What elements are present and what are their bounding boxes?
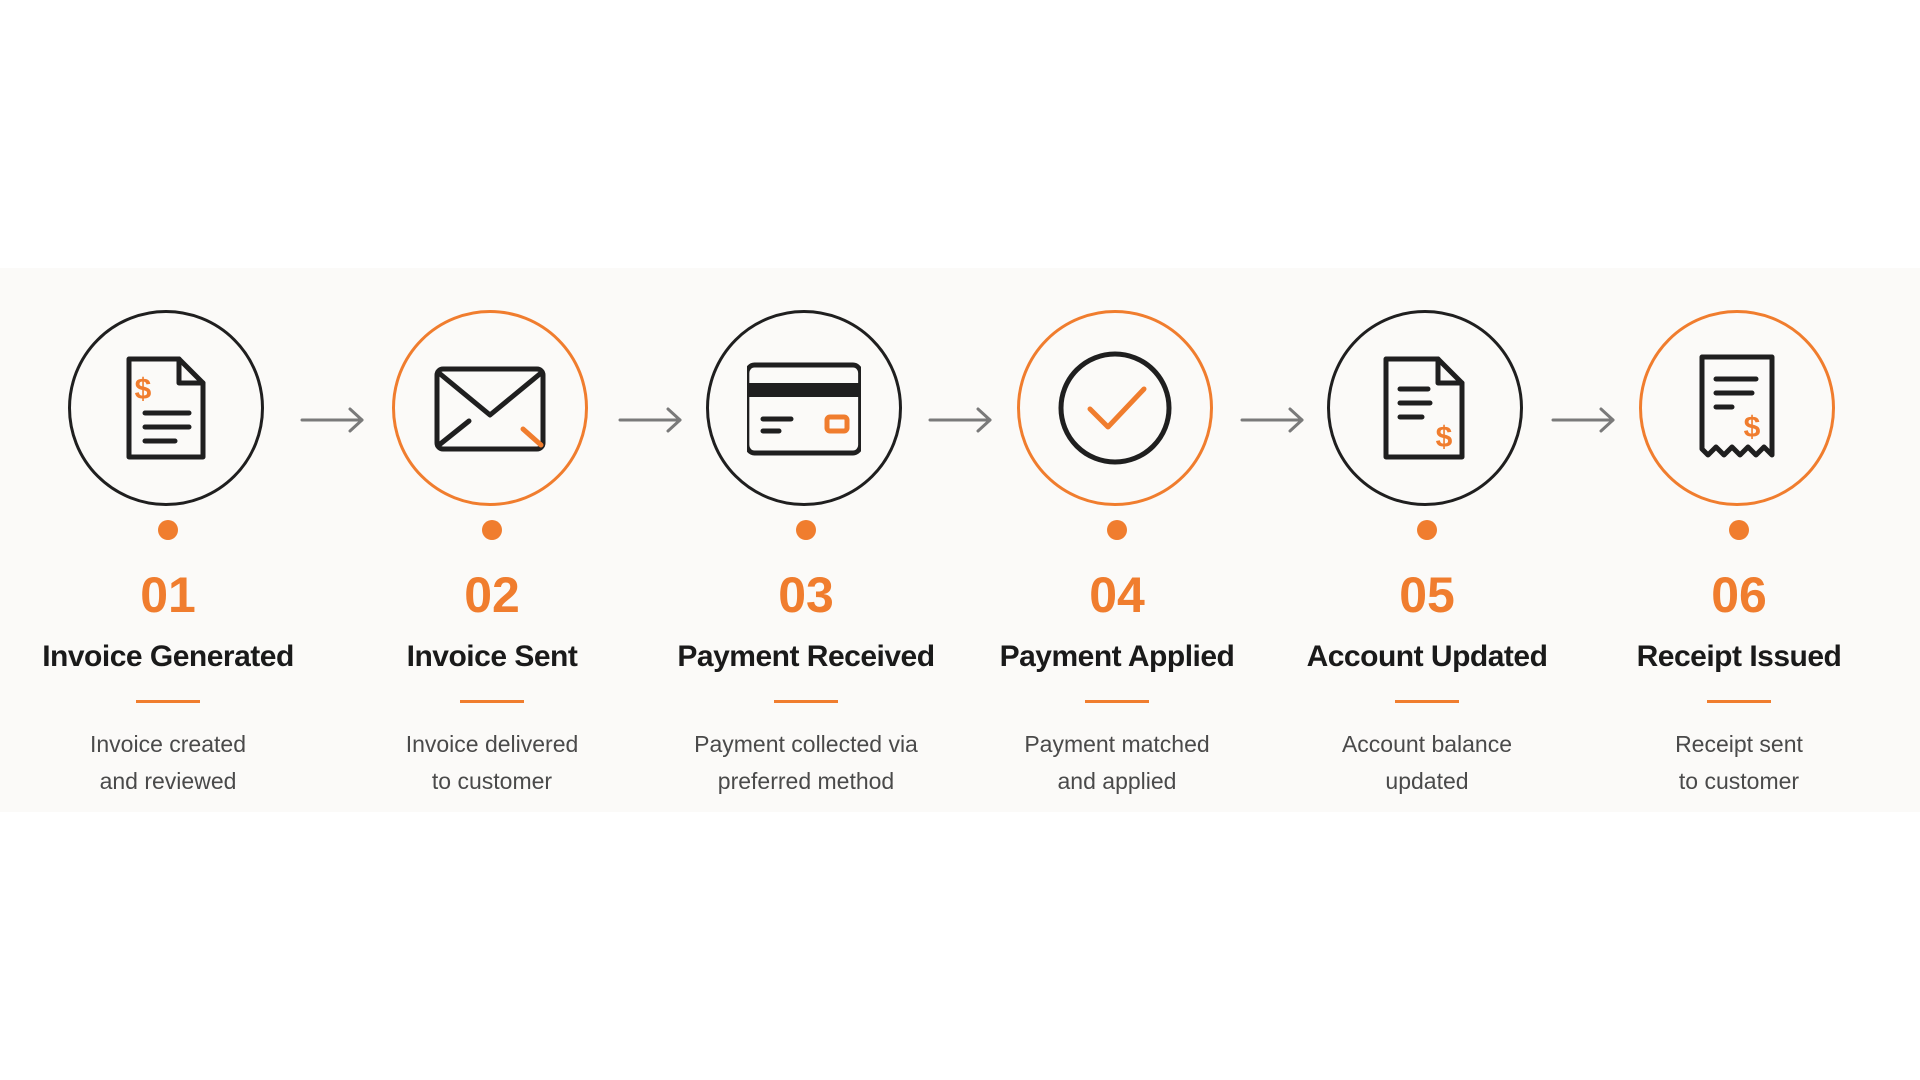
timeline-dot xyxy=(158,520,178,540)
step-description: Payment matched and applied xyxy=(967,726,1267,800)
step-description-line: Payment matched xyxy=(1024,731,1210,757)
receipt-icon: $ xyxy=(1699,354,1775,458)
svg-text:$: $ xyxy=(1436,421,1453,454)
document-dollar-icon: $ xyxy=(1383,356,1465,460)
arrow-right-icon xyxy=(1551,407,1615,433)
step-description-line: and reviewed xyxy=(99,768,237,794)
arrow-right-icon xyxy=(300,407,364,433)
step-description-line: and applied xyxy=(1057,768,1177,794)
step-divider xyxy=(1707,700,1771,703)
step-circle: $ xyxy=(1327,310,1523,506)
step-description-line: updated xyxy=(1385,768,1469,794)
step-description-line: to customer xyxy=(431,768,553,794)
step-receipt-issued: $ 06 Receipt Issued Receipt sent to cust… xyxy=(1589,268,1889,812)
step-description-line: preferred method xyxy=(717,768,895,794)
checkmark-icon xyxy=(1058,351,1172,465)
step-description: Invoice delivered to customer xyxy=(342,726,642,800)
arrow-right-icon xyxy=(928,407,992,433)
svg-text:$: $ xyxy=(1744,411,1761,444)
arrow-right-icon xyxy=(618,407,682,433)
step-number: 06 xyxy=(1711,567,1767,623)
step-number: 01 xyxy=(140,567,196,623)
step-circle xyxy=(1017,310,1213,506)
step-circle xyxy=(706,310,902,506)
step-number: 03 xyxy=(778,567,834,623)
timeline-dot xyxy=(1729,520,1749,540)
step-description: Account balance updated xyxy=(1277,726,1577,800)
timeline-dot xyxy=(1417,520,1437,540)
step-payment-received: 03 Payment Received Payment collected vi… xyxy=(656,268,956,812)
step-description-line: to customer xyxy=(1678,768,1800,794)
step-title: Invoice Generated xyxy=(42,640,294,673)
step-title: Payment Applied xyxy=(999,640,1235,673)
step-title: Account Updated xyxy=(1306,640,1548,673)
step-description: Receipt sent to customer xyxy=(1589,726,1889,800)
timeline-dot xyxy=(1107,520,1127,540)
step-invoice-sent: 02 Invoice Sent Invoice delivered to cus… xyxy=(342,268,642,812)
step-divider xyxy=(1085,700,1149,703)
step-description-line: Invoice delivered xyxy=(405,731,579,757)
timeline-dot xyxy=(796,520,816,540)
step-title: Invoice Sent xyxy=(406,640,578,673)
step-account-updated: $ 05 Account Updated Account balance upd… xyxy=(1277,268,1577,812)
step-circle xyxy=(392,310,588,506)
step-circle: $ xyxy=(1639,310,1835,506)
step-description-line: Account balance xyxy=(1341,731,1513,757)
step-number: 05 xyxy=(1399,567,1455,623)
process-band xyxy=(0,268,1920,812)
step-divider xyxy=(774,700,838,703)
step-description: Payment collected via preferred method xyxy=(656,726,956,800)
step-description-line: Payment collected via xyxy=(694,731,918,757)
step-divider xyxy=(1395,700,1459,703)
invoice-dollar-icon: $ xyxy=(126,356,206,460)
step-description-line: Receipt sent xyxy=(1675,731,1803,757)
step-payment-applied: 04 Payment Applied Payment matched and a… xyxy=(967,268,1267,812)
svg-text:$: $ xyxy=(135,373,152,406)
envelope-icon xyxy=(434,366,546,452)
arrow-right-icon xyxy=(1240,407,1304,433)
step-circle: $ xyxy=(68,310,264,506)
timeline-dot xyxy=(482,520,502,540)
step-divider xyxy=(460,700,524,703)
credit-card-icon xyxy=(747,362,861,456)
step-number: 04 xyxy=(1089,567,1145,623)
step-invoice-generated: $ 01 Invoice Generated Invoice created a… xyxy=(18,268,318,812)
step-title: Payment Received xyxy=(677,640,935,673)
step-divider xyxy=(136,700,200,703)
step-number: 02 xyxy=(464,567,520,623)
step-description: Invoice created and reviewed xyxy=(18,726,318,800)
step-description-line: Invoice created xyxy=(90,731,246,757)
step-title: Receipt Issued xyxy=(1636,640,1842,673)
